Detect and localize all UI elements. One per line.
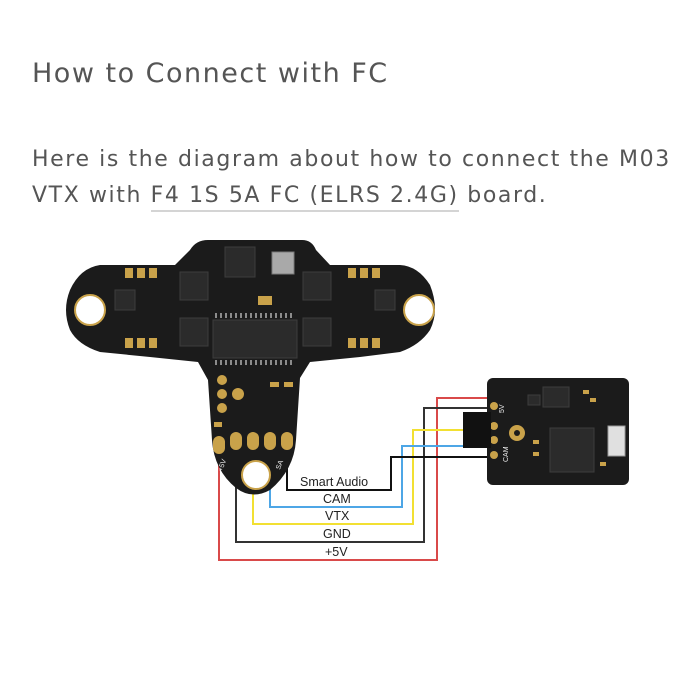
wire-label-vtx: VTX — [325, 509, 350, 523]
intro-text-before: Here is the diagram about how to connect… — [32, 147, 671, 208]
wire-label-smart-audio: Smart Audio — [300, 475, 368, 489]
vtx-ufl-connector — [607, 425, 626, 457]
wire-labels: Smart Audio CAM VTX GND +5V — [300, 475, 368, 559]
wire-label-cam: CAM — [323, 492, 351, 506]
intro-paragraph: Here is the diagram about how to connect… — [32, 142, 682, 214]
fc-board-body — [66, 240, 435, 495]
fc-pad-label-sa: SA — [275, 459, 285, 470]
vtx-board: 5V CAM — [463, 378, 629, 485]
vtx-pad-label-cam: CAM — [503, 446, 510, 462]
vtx-pad-label-5v: 5V — [499, 404, 506, 413]
fc-side-pads — [214, 375, 293, 427]
vtx-antenna-center — [514, 430, 520, 436]
fc-mount-hole-right — [403, 294, 435, 326]
fc-mount-hole-bottom — [241, 460, 271, 490]
fc-board-link[interactable]: F4 1S 5A FC (ELRS 2.4G) — [150, 183, 459, 212]
fc-pad-label-5v: +5V — [217, 458, 228, 473]
fc-chips — [114, 246, 396, 359]
vtx-connector-black — [463, 412, 491, 448]
fc-crystal — [271, 251, 295, 275]
fc-small-part — [258, 296, 272, 305]
fc-mount-hole-left — [74, 294, 106, 326]
intro-text-after: board. — [458, 183, 548, 208]
fc-board: +5V SA — [66, 240, 435, 495]
vtx-chips — [527, 386, 595, 473]
vtx-pads — [490, 402, 498, 459]
wire-smart-audio — [286, 448, 490, 491]
page-heading: How to Connect with FC — [32, 58, 389, 89]
wire-label-5v: +5V — [325, 545, 348, 559]
fc-ic-pins — [215, 313, 292, 365]
fc-motor-pads — [125, 268, 380, 348]
wire-vtx — [252, 429, 490, 525]
vtx-small-parts — [533, 390, 606, 466]
wire-5v — [218, 397, 490, 561]
wire-label-gnd: GND — [323, 527, 351, 541]
fc-connection-pads — [213, 432, 293, 454]
wire-gnd — [235, 407, 490, 543]
